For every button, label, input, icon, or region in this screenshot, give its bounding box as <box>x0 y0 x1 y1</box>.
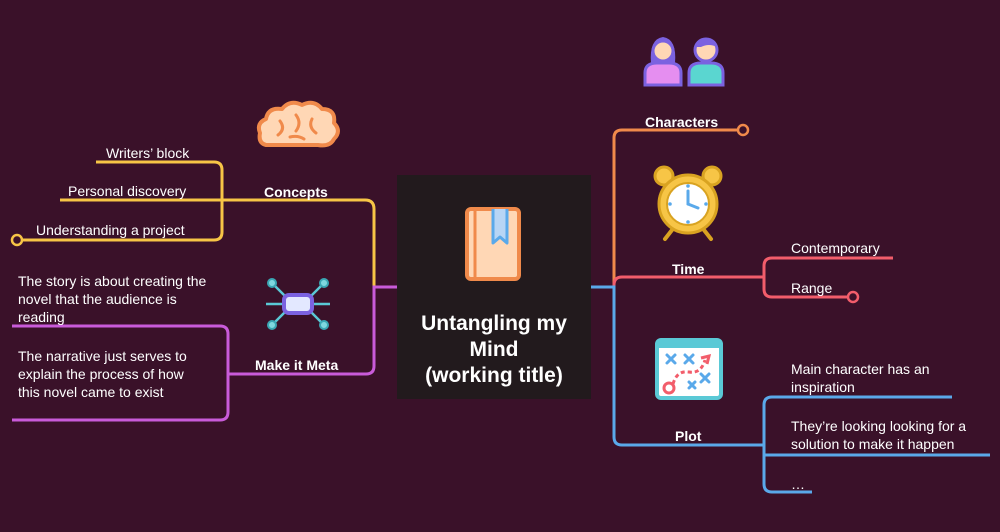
link-characters <box>591 128 738 289</box>
meta-child-1[interactable]: The story is about creating the novel th… <box>18 273 207 325</box>
concepts-child-personal-discovery[interactable]: Personal discovery <box>68 183 187 199</box>
time-child-range[interactable]: Range <box>791 280 833 296</box>
time-child-contemporary[interactable]: Contemporary <box>791 240 880 256</box>
collapse-dot-characters <box>736 123 750 137</box>
plot-child-1[interactable]: Main character has an inspiration <box>791 361 930 395</box>
brain-icon <box>256 100 340 148</box>
branch-meta-title[interactable]: Make it Meta <box>255 357 339 373</box>
link-time <box>591 275 764 289</box>
collapse-dot-range <box>846 290 860 304</box>
meta-child-2[interactable]: The narrative just serves to explain the… <box>18 348 187 400</box>
link-contemporary <box>762 256 893 277</box>
branch-time-title[interactable]: Time <box>672 261 705 277</box>
link-understanding <box>22 200 224 242</box>
branch-concepts-title[interactable]: Concepts <box>264 184 328 200</box>
link-range <box>762 277 848 299</box>
concepts-child-writers-block[interactable]: Writers’ block <box>106 145 190 161</box>
book-icon <box>465 207 521 281</box>
alarm-clock-icon <box>653 165 723 241</box>
collapse-dot-concepts <box>10 233 24 247</box>
link-meta-1 <box>12 324 232 376</box>
people-icon <box>643 37 725 87</box>
network-icon <box>266 278 330 330</box>
link-meta-2 <box>12 374 230 422</box>
central-node[interactable]: Untangling my Mind (working title) <box>397 175 591 399</box>
plot-child-3[interactable]: … <box>791 476 805 492</box>
link-writers-block <box>96 160 230 202</box>
branch-characters-title[interactable]: Characters <box>645 114 719 130</box>
central-title: Untangling my Mind (working title) <box>421 312 567 387</box>
plot-child-2[interactable]: They’re looking looking for a solution t… <box>791 418 967 452</box>
concepts-child-understanding[interactable]: Understanding a project <box>36 222 185 238</box>
link-concepts <box>230 198 397 289</box>
link-plot-3 <box>762 445 812 494</box>
link-meta <box>232 285 397 376</box>
link-plot <box>591 285 764 447</box>
branch-plot-title[interactable]: Plot <box>675 428 702 444</box>
link-plot-1 <box>762 395 952 445</box>
strategy-board-icon <box>655 338 723 400</box>
